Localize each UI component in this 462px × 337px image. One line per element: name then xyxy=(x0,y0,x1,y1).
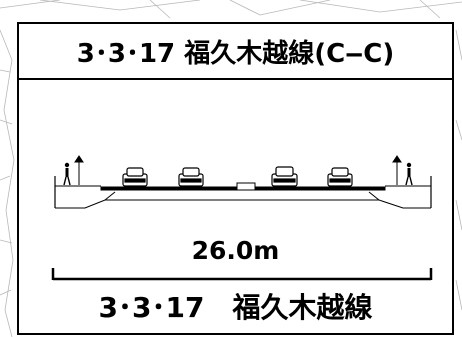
edge-post xyxy=(54,176,432,208)
street-tree-icon xyxy=(392,155,402,185)
street-tree-icon xyxy=(74,155,84,185)
title-box: 3･3･17 福久木越線(C‒C) xyxy=(19,24,452,80)
car-icon xyxy=(122,167,148,187)
pedestrian-icon xyxy=(405,162,413,186)
car-icon xyxy=(178,167,204,187)
width-dimension-line xyxy=(51,268,433,281)
car-icon xyxy=(327,167,353,187)
pedestrian-icon xyxy=(63,162,71,186)
road-name-caption: 3･3･17 福久木越線 xyxy=(98,291,373,324)
cross-section-panel: 3･3･17 福久木越線(C‒C) xyxy=(17,22,454,335)
road-cross-section xyxy=(54,155,432,209)
road-width-label: 26.0m xyxy=(191,236,280,265)
roadway-pavement xyxy=(55,182,431,191)
road-title: 3･3･17 福久木越線(C‒C) xyxy=(76,38,395,69)
car-icon xyxy=(271,166,298,187)
road-embankment xyxy=(55,191,431,209)
